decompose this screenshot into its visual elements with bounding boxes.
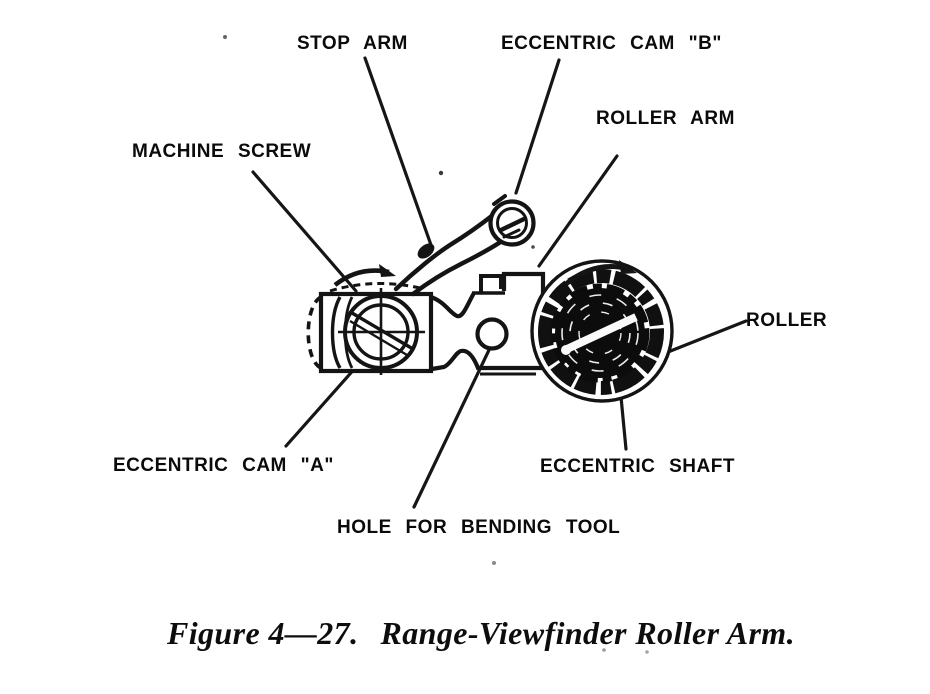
stop-arm-part xyxy=(393,212,505,297)
leader-roller xyxy=(666,319,748,354)
eccentric-cam-b-part xyxy=(488,194,536,247)
figure-caption: Figure 4—27. Range-Viewfinder Roller Arm. xyxy=(120,615,842,652)
leader-hole xyxy=(412,348,491,509)
label-eccentric-shaft: ECCENTRIC SHAFT xyxy=(540,456,735,477)
scan-specks xyxy=(223,35,649,654)
label-hole-for-bending-tool: HOLE FOR BENDING TOOL xyxy=(337,517,621,538)
machine-screw-part xyxy=(333,264,425,375)
leader-eccentric-cam-b xyxy=(514,58,561,195)
roller-arm-body-part xyxy=(430,271,546,376)
leader-stop-arm xyxy=(363,56,433,247)
leader-machine-screw xyxy=(251,170,358,293)
label-machine-screw: MACHINE SCREW xyxy=(132,141,312,162)
bending-tool-hole xyxy=(475,317,509,351)
label-roller: ROLLER xyxy=(746,310,828,331)
figure-caption-number: Figure 4—27. xyxy=(167,615,359,651)
leader-lines xyxy=(251,56,748,509)
label-stop-arm: STOP ARM xyxy=(297,33,408,54)
label-eccentric-cam-b: ECCENTRIC CAM "B" xyxy=(501,33,722,54)
label-roller-arm: ROLLER ARM xyxy=(596,108,735,129)
roller-part xyxy=(530,259,674,403)
figure-caption-title: Range-Viewfinder Roller Arm. xyxy=(380,615,795,651)
leader-roller-arm xyxy=(537,154,619,268)
label-eccentric-cam-a: ECCENTRIC CAM "A" xyxy=(113,455,334,476)
leader-eccentric-cam-a xyxy=(284,364,359,448)
shaft-slot xyxy=(565,313,638,353)
